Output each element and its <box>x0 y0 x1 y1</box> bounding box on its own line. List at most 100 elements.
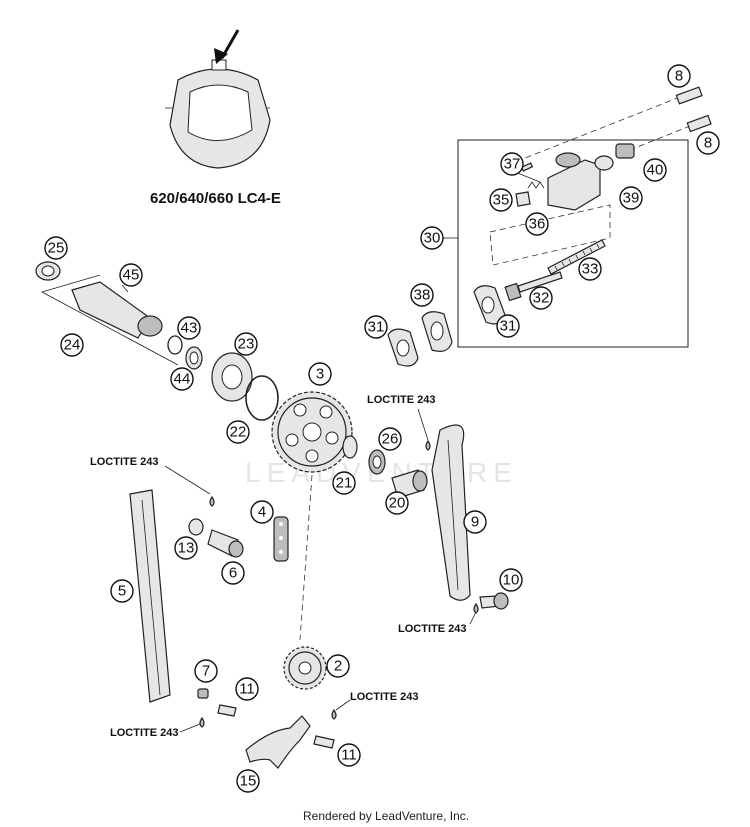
callout-45[interactable]: 45 <box>119 263 143 287</box>
loctite-label-rail-bolt: LOCTITE 243 <box>398 623 466 635</box>
callout-6[interactable]: 6 <box>221 561 245 585</box>
detail-camshaft-view <box>165 29 271 169</box>
credit-text: Rendered by LeadVenture, Inc. <box>303 809 469 823</box>
pin-6 <box>207 529 244 558</box>
svg-text:7: 7 <box>202 663 210 680</box>
callout-11-left[interactable]: 11 <box>235 677 259 701</box>
tensioner-rail-9 <box>431 424 471 601</box>
svg-text:32: 32 <box>533 290 550 307</box>
svg-text:13: 13 <box>178 540 195 557</box>
callout-4[interactable]: 4 <box>250 500 274 524</box>
plunger-35 <box>515 191 531 207</box>
callout-38[interactable]: 38 <box>410 283 434 307</box>
bearing-26 <box>368 449 386 475</box>
callout-11-bottom[interactable]: 11 <box>337 743 361 767</box>
circlip-22 <box>245 375 279 421</box>
svg-text:11: 11 <box>239 681 255 698</box>
svg-text:39: 39 <box>623 190 640 207</box>
callout-15[interactable]: 15 <box>236 769 260 793</box>
loctite-label-rail-pin: LOCTITE 243 <box>367 394 435 406</box>
svg-text:11: 11 <box>341 747 357 764</box>
chain-guide-15 <box>245 715 311 769</box>
gasket-38 <box>421 311 453 352</box>
washer-13 <box>188 518 204 536</box>
stud-33 <box>547 239 606 275</box>
callout-13[interactable]: 13 <box>174 536 198 560</box>
callout-20[interactable]: 20 <box>385 491 409 515</box>
callout-33[interactable]: 33 <box>578 257 602 281</box>
ball-bearing-23 <box>211 352 253 402</box>
svg-text:43: 43 <box>181 320 198 337</box>
callout-39[interactable]: 39 <box>619 186 643 210</box>
bolt-11-bottom <box>313 735 335 749</box>
callout-24[interactable]: 24 <box>60 333 84 357</box>
callout-31-right[interactable]: 31 <box>496 314 520 338</box>
sleeve-7 <box>197 688 209 699</box>
callout-10[interactable]: 10 <box>499 568 523 592</box>
callout-31-left[interactable]: 31 <box>364 315 388 339</box>
callout-30[interactable]: 30 <box>420 226 444 250</box>
callout-36[interactable]: 36 <box>525 212 549 236</box>
crank-sprocket-2 <box>283 646 327 690</box>
spring-36 <box>527 181 545 189</box>
plug-40 <box>615 143 635 159</box>
callout-25[interactable]: 25 <box>44 236 68 260</box>
svg-text:35: 35 <box>493 192 510 209</box>
callout-7[interactable]: 7 <box>194 659 218 683</box>
svg-text:15: 15 <box>240 773 257 790</box>
svg-text:3: 3 <box>316 366 324 383</box>
loctite-label-lower-bolt: LOCTITE 243 <box>350 691 418 703</box>
loctite-label-guide-bolt: LOCTITE 243 <box>110 727 178 739</box>
svg-text:45: 45 <box>123 267 140 284</box>
svg-text:33: 33 <box>582 261 599 278</box>
svg-text:10: 10 <box>503 572 520 589</box>
svg-text:40: 40 <box>647 162 664 179</box>
needle-bearing-25 <box>35 261 61 281</box>
callout-2[interactable]: 2 <box>326 654 350 678</box>
camshaft-24 <box>71 281 163 339</box>
pin-20 <box>391 469 428 499</box>
callout-22[interactable]: 22 <box>226 420 250 444</box>
callout-5[interactable]: 5 <box>110 579 134 603</box>
washer-44 <box>185 346 203 370</box>
circlip-43 <box>167 335 183 355</box>
callout-23[interactable]: 23 <box>234 332 258 356</box>
loctite-drop-20 <box>425 439 431 451</box>
gasket-31-left <box>387 328 419 367</box>
bolt-8-side <box>686 114 712 133</box>
svg-text:21: 21 <box>336 475 353 492</box>
washer-39 <box>594 155 614 171</box>
callout-44[interactable]: 44 <box>170 367 194 391</box>
chain-guide-5 <box>129 489 171 703</box>
callout-8-side[interactable]: 8 <box>696 131 720 155</box>
callout-3[interactable]: 3 <box>308 362 332 386</box>
svg-text:26: 26 <box>382 431 399 448</box>
bolt-10 <box>479 592 509 610</box>
svg-text:31: 31 <box>368 319 385 336</box>
svg-text:5: 5 <box>118 583 126 600</box>
bolt-32 <box>504 271 563 302</box>
loctite-drop-11-bottom <box>331 708 337 720</box>
svg-text:8: 8 <box>704 135 712 152</box>
svg-text:24: 24 <box>64 337 81 354</box>
callout-8-top[interactable]: 8 <box>667 64 691 88</box>
washer-21 <box>342 435 358 459</box>
svg-text:31: 31 <box>500 318 517 335</box>
svg-text:20: 20 <box>389 495 406 512</box>
bolt-11-left <box>217 704 237 717</box>
callout-9[interactable]: 9 <box>463 510 487 534</box>
callout-21[interactable]: 21 <box>332 471 356 495</box>
loctite-label-guide: LOCTITE 243 <box>90 456 158 468</box>
gasket-31-right <box>473 285 506 325</box>
bolt-8-top <box>675 86 703 105</box>
callout-26[interactable]: 26 <box>378 427 402 451</box>
callout-43[interactable]: 43 <box>177 316 201 340</box>
callout-35[interactable]: 35 <box>489 188 513 212</box>
callout-32[interactable]: 32 <box>529 286 553 310</box>
svg-text:8: 8 <box>675 68 683 85</box>
callout-37[interactable]: 37 <box>500 152 524 176</box>
svg-text:23: 23 <box>238 336 255 353</box>
svg-text:36: 36 <box>529 216 546 233</box>
callout-40[interactable]: 40 <box>643 158 667 182</box>
